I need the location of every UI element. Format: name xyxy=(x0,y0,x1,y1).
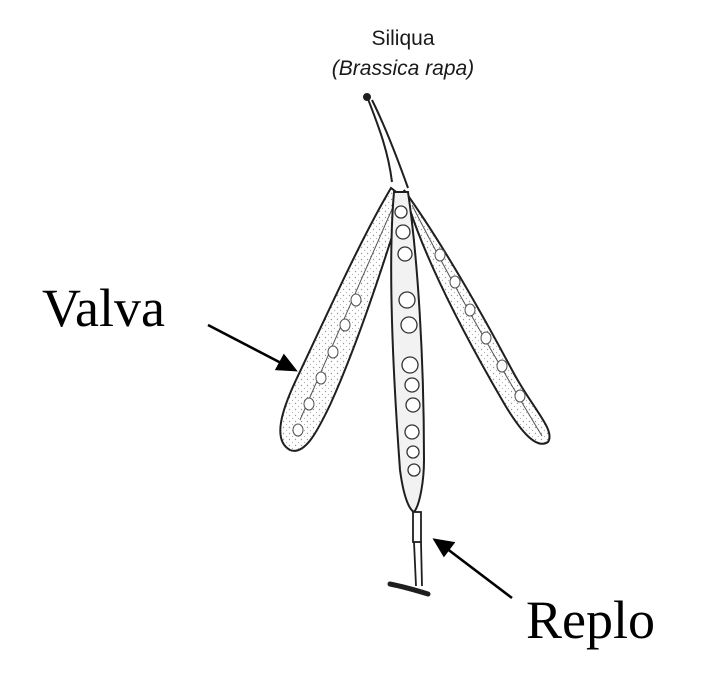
replo-arrow xyxy=(432,538,513,600)
figure-subtitle: (Brassica rapa) xyxy=(331,57,475,80)
valva-arrow xyxy=(207,323,298,372)
right-valve-shape xyxy=(403,189,551,445)
figure-title: Siliqua xyxy=(371,27,435,50)
valva-label: Valva xyxy=(42,278,165,338)
left-valve-shape xyxy=(279,186,406,452)
siliqua-beak xyxy=(363,93,409,189)
replum-shape xyxy=(387,191,431,597)
replo-label: Replo xyxy=(526,590,655,650)
